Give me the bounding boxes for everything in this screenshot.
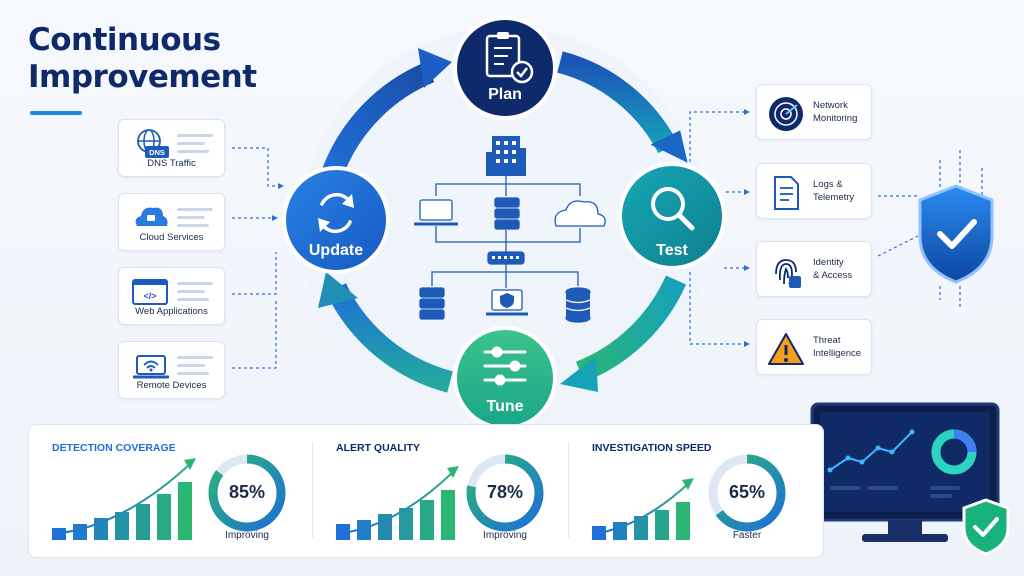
source-card-dns[interactable]: DNS DNS Traffic xyxy=(118,119,225,177)
source-label-cloud: Cloud Services xyxy=(139,232,204,243)
source-card-remote[interactable]: Remote Devices xyxy=(118,341,225,399)
dns-badge: DNS xyxy=(149,148,165,157)
capability-line-2: & Access xyxy=(813,270,853,281)
page-title: Continuous Improvement xyxy=(28,22,257,96)
refresh-icon xyxy=(318,192,354,234)
capability-line-2: Monitoring xyxy=(813,113,858,124)
arrow-update-to-plan xyxy=(319,48,452,184)
metric-divider xyxy=(312,442,313,538)
placeholder-lines xyxy=(177,134,213,158)
cloud-icon xyxy=(554,200,606,227)
network-switch-icon xyxy=(487,251,525,265)
metric-percent-investigation: 65% xyxy=(728,482,766,502)
capability-card-threat[interactable]: Threat Intelligence xyxy=(756,319,872,375)
test-label: Test xyxy=(656,242,688,259)
globe-icon: DNS xyxy=(137,129,169,158)
central-network xyxy=(414,136,606,323)
metric-divider xyxy=(568,442,569,538)
document-icon xyxy=(774,176,799,210)
title-line-2: Improvement xyxy=(28,59,257,95)
arrow-tune-to-update xyxy=(318,272,453,393)
source-card-web[interactable]: </> Web Applications xyxy=(118,267,225,325)
metric-title-detection: DETECTION COVERAGE xyxy=(52,442,176,454)
metric-percent-detection: 85% xyxy=(228,482,266,502)
server-rack-icon xyxy=(419,287,445,320)
source-connectors xyxy=(232,147,282,369)
source-label-dns: DNS Traffic xyxy=(147,158,196,169)
capability-card-logs[interactable]: Logs & Telemetry xyxy=(756,163,872,219)
source-label-remote: Remote Devices xyxy=(136,380,207,391)
capability-line-1: Logs & xyxy=(813,179,843,190)
arrow-test-to-tune xyxy=(560,275,687,392)
secure-laptop-icon xyxy=(486,289,528,316)
code-window-icon: </> xyxy=(132,279,168,305)
fingerprint-icon xyxy=(775,259,801,288)
capability-connectors xyxy=(689,111,983,345)
update-node[interactable] xyxy=(282,166,390,274)
sliders-icon xyxy=(483,346,527,386)
metric-title-investigation: INVESTIGATION SPEED xyxy=(592,442,712,454)
metric-status-detection: Improving xyxy=(225,530,269,541)
tune-label: Tune xyxy=(486,398,524,415)
title-underline xyxy=(30,111,82,115)
plan-node[interactable] xyxy=(453,16,557,120)
capability-card-network[interactable]: Network Monitoring xyxy=(756,84,872,140)
capability-line-1: Network xyxy=(813,100,848,111)
update-label: Update xyxy=(308,242,364,259)
metric-status-alert: Improving xyxy=(483,530,527,541)
arrow-plan-to-test xyxy=(557,51,688,163)
plan-label: Plan xyxy=(488,86,522,103)
title-line-1: Continuous xyxy=(28,22,221,58)
laptop-icon xyxy=(414,199,458,226)
magnifier-icon xyxy=(651,187,695,231)
source-label-web: Web Applications xyxy=(135,306,208,317)
capability-card-identity[interactable]: Identity & Access xyxy=(756,241,872,297)
test-node[interactable] xyxy=(618,162,726,270)
metric-title-alert: ALERT QUALITY xyxy=(336,442,420,454)
placeholder-lines xyxy=(177,356,213,380)
laptop-wifi-icon xyxy=(133,355,169,379)
capability-line-2: Telemetry xyxy=(813,192,855,203)
capability-line-2: Intelligence xyxy=(813,348,862,359)
security-shield-icon xyxy=(918,184,994,284)
clipboard-check-icon xyxy=(485,32,534,84)
cloud-icon xyxy=(135,207,168,226)
placeholder-lines xyxy=(177,208,213,232)
dashboard-monitor-icon xyxy=(810,402,1010,556)
database-icon xyxy=(565,287,591,323)
server-icon xyxy=(494,197,520,230)
code-badge: </> xyxy=(143,291,156,301)
metric-status-investigation: Faster xyxy=(732,530,762,541)
building-icon xyxy=(486,136,526,176)
metric-percent-alert: 78% xyxy=(486,482,524,502)
capability-line-1: Identity xyxy=(813,257,844,268)
placeholder-lines xyxy=(177,282,213,306)
source-card-cloud[interactable]: Cloud Services xyxy=(118,193,225,251)
capability-line-1: Threat xyxy=(813,335,841,346)
warning-icon xyxy=(768,333,804,365)
radar-icon xyxy=(769,97,803,131)
